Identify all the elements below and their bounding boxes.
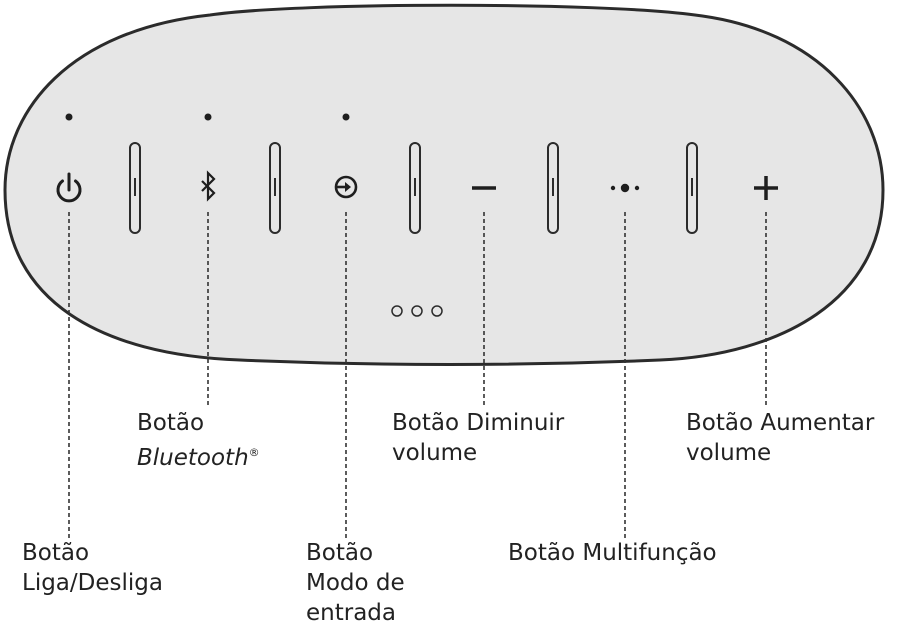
divider-2 [269, 142, 281, 234]
input-mode-icon[interactable] [334, 175, 358, 199]
divider-4 [547, 142, 559, 234]
volume-up-button-label: Botão Aumentar volume [686, 410, 875, 466]
divider-3 [409, 142, 421, 234]
leader-lines [68, 212, 767, 538]
speaker-panel [3, 3, 885, 366]
status-light-circles [391, 305, 443, 317]
power-icon[interactable] [56, 172, 82, 203]
power-indicator-dot [65, 113, 73, 121]
volume-down-button-label: Botão Diminuir volume [392, 410, 565, 466]
power-button-label: Botão Liga/Desliga [22, 540, 163, 596]
divider-5 [686, 142, 698, 234]
bluetooth-icon[interactable] [201, 170, 216, 202]
divider-1 [129, 142, 141, 234]
plus-icon[interactable] [754, 176, 778, 200]
input-mode-button-label: Botão Modo de entrada [306, 540, 405, 626]
input-indicator-dot [342, 113, 350, 121]
bluetooth-button-label: Botão Bluetooth® [137, 410, 260, 471]
multifunction-button-label: Botão Multifunção [508, 540, 717, 566]
multifunction-dots-icon[interactable] [610, 183, 640, 193]
button-dividers [129, 142, 698, 234]
bluetooth-indicator-dot [204, 113, 212, 121]
divider-marks [134, 178, 693, 196]
